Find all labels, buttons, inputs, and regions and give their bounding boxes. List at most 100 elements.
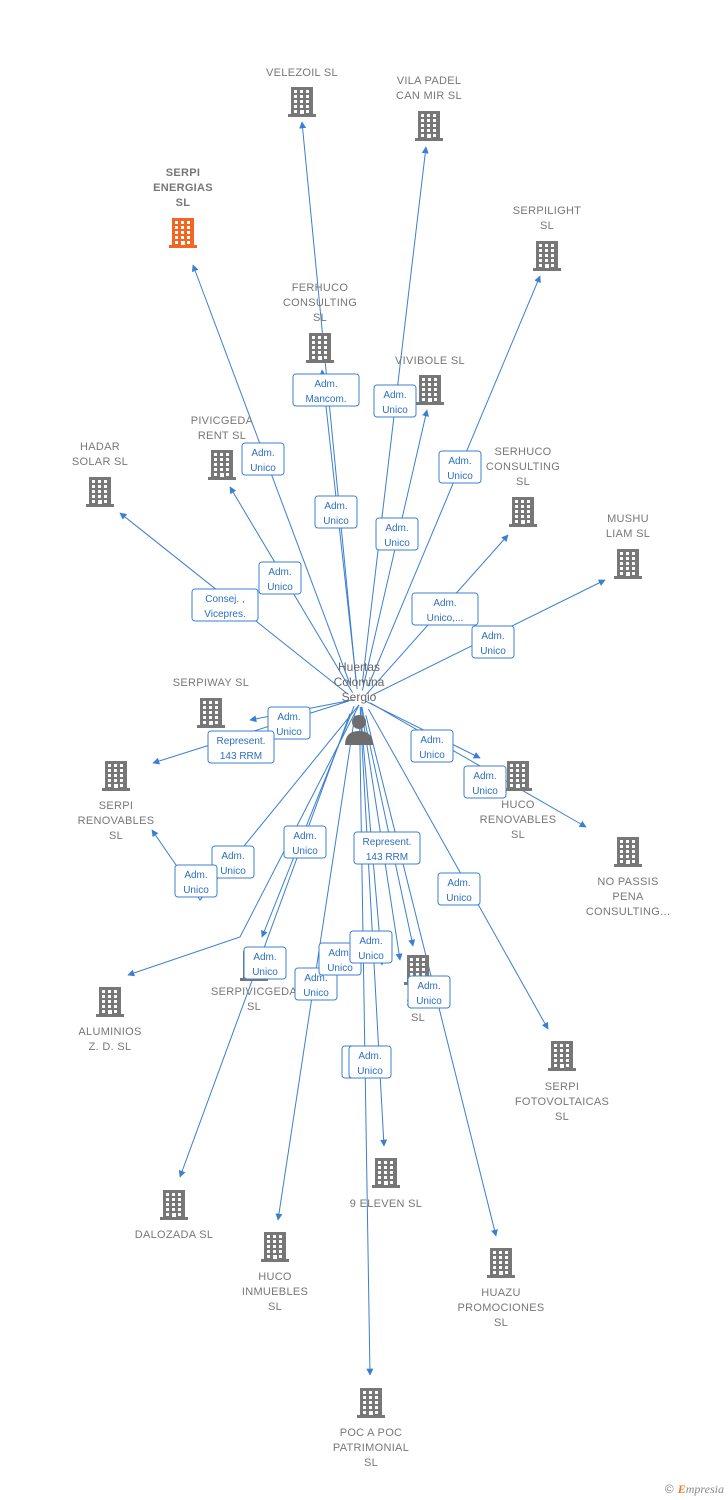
relation-text: Unico [276, 727, 302, 738]
company-node-serpiway[interactable]: SERPIWAY SL [173, 677, 249, 728]
company-node-velezoil[interactable]: VELEZOIL SL [266, 67, 338, 117]
relation-label-r-ferhuco[interactable]: Adm.Unico [314, 495, 358, 529]
relation-label-r-serpiway[interactable]: Adm.Unico [267, 706, 311, 740]
company-label: SL [247, 1001, 261, 1013]
relation-label-r-pivicgeda[interactable]: Adm.Unico [258, 561, 302, 595]
relation-label-r-poc[interactable]: Adm.Unico [348, 1045, 392, 1079]
relation-label-r-huco-inm[interactable]: Adm.Unico [294, 967, 338, 1001]
relation-label-r-serpi-energias[interactable]: Adm.Unico [241, 442, 285, 476]
building-icon [197, 698, 225, 728]
relation-label-r-serpilight[interactable]: Adm.Unico [438, 450, 482, 484]
edge-r-serpi-foto [368, 708, 549, 1030]
brand-initial: E [677, 1482, 686, 1496]
building-icon [102, 761, 130, 791]
relation-text: Unico [419, 750, 445, 761]
relation-label-r-vila[interactable]: Adm.Unico [373, 384, 417, 418]
footer-brand: ©Empresia [665, 1482, 724, 1497]
company-label: RENOVABLES [480, 814, 557, 826]
relation-label-r-vivibole[interactable]: Adm.Unico [375, 517, 419, 551]
company-node-vivibole[interactable]: VIVIBOLE SL [395, 355, 465, 405]
company-label: 9 ELEVEN SL [350, 1198, 422, 1210]
company-label: PENA [612, 891, 644, 903]
relation-text: Consej. , [205, 594, 244, 605]
company-node-nine-eleven[interactable]: 9 ELEVEN SL [350, 1158, 422, 1210]
company-label: PIVICGEDA [191, 415, 254, 427]
relation-text: Unico [446, 893, 472, 904]
company-label: SL [176, 197, 191, 209]
relation-label-r-aluminios-1[interactable]: Adm. Unico [211, 845, 255, 879]
relation-label-r-serpi-renovables[interactable]: Represent.143 RRM [207, 730, 275, 764]
relation-text: Unico [382, 405, 408, 416]
relation-label-r-huazu[interactable]: Adm. Unico [407, 975, 451, 1009]
company-node-dalozada[interactable]: DALOZADA SL [135, 1190, 214, 1241]
company-label: ALUMINIOS [78, 1026, 141, 1038]
relation-text: Unico [220, 866, 246, 877]
relation-text: Unico [183, 885, 209, 896]
company-label: SL [540, 220, 554, 232]
company-node-no-passis[interactable]: NO PASSISPENACONSULTING... [586, 837, 670, 918]
relation-text: Adm. [324, 501, 347, 512]
relation-label-r-mushu[interactable]: Adm.Unico [471, 625, 515, 659]
building-icon [548, 1041, 576, 1071]
company-label: SL [511, 829, 525, 841]
company-node-pivicgeda[interactable]: PIVICGEDA RENT SL [191, 415, 254, 480]
relation-label-r-no-passis[interactable]: Adm.Unico [463, 765, 507, 799]
relation-label-r-serhuco[interactable]: Adm.Unico,... [411, 592, 479, 626]
relation-text: Adm. [328, 948, 351, 959]
company-label: VILA PADEL [397, 75, 462, 87]
relation-label-r-serpi-foto[interactable]: Adm.Unico [437, 872, 481, 906]
company-label: SERPI [545, 1081, 580, 1093]
building-icon [169, 218, 197, 248]
relation-label-r-ser-rep[interactable]: Represent.143 RRM [353, 831, 421, 865]
company-node-aluminios[interactable]: ALUMINIOS Z. D. SL [78, 987, 141, 1053]
relation-text: Vicepres. [204, 609, 246, 620]
relation-text: Unico [447, 471, 473, 482]
relation-label-r-dalozada[interactable]: Adm.Unico [243, 946, 287, 980]
company-label: MUSHU [607, 513, 649, 525]
relation-text: Unico [416, 996, 442, 1007]
relation-text: Unico [472, 786, 498, 797]
relation-text: Adm. [481, 631, 504, 642]
building-icon [208, 450, 236, 480]
relation-text: Unico [267, 582, 293, 593]
relation-label-r-hadar[interactable]: Consej. , Vicepres. [191, 588, 259, 622]
relation-label-r-huco-renovables[interactable]: Adm.Unico [410, 729, 454, 763]
relation-label-r-serpivicgeda[interactable]: Adm.Unico [283, 825, 327, 859]
company-label: FOTOVOLTAICAS [515, 1096, 609, 1108]
building-icon [614, 549, 642, 579]
relation-text: Adm. [358, 1051, 381, 1062]
building-icon [306, 333, 334, 363]
relation-label-r-ser-2[interactable]: Adm.Unico [349, 930, 393, 964]
company-label: HUCO [501, 799, 535, 811]
relation-text: Adm. [417, 981, 440, 992]
relation-text: Adm. [221, 851, 244, 862]
company-node-huco-renovables[interactable]: HUCO RENOVABLES SL [480, 761, 557, 841]
relation-text: Unico [384, 538, 410, 549]
relation-text: Unico [327, 963, 353, 974]
relation-label-r-velezoil[interactable]: Adm.Mancom. [292, 373, 360, 407]
company-label: Z. D. SL [89, 1041, 132, 1053]
company-label: SL [411, 1012, 425, 1024]
company-label: PATRIMONIAL [333, 1442, 409, 1454]
edge-r-no-passis [370, 702, 587, 828]
company-label: SL [364, 1457, 378, 1469]
relation-text: Adm. [293, 831, 316, 842]
company-label: SERPI [166, 167, 201, 179]
company-label: RENT SL [198, 430, 246, 442]
relation-label-r-aluminios-2[interactable]: Adm.Unico [174, 864, 218, 898]
company-label: HUAZU [481, 1287, 520, 1299]
